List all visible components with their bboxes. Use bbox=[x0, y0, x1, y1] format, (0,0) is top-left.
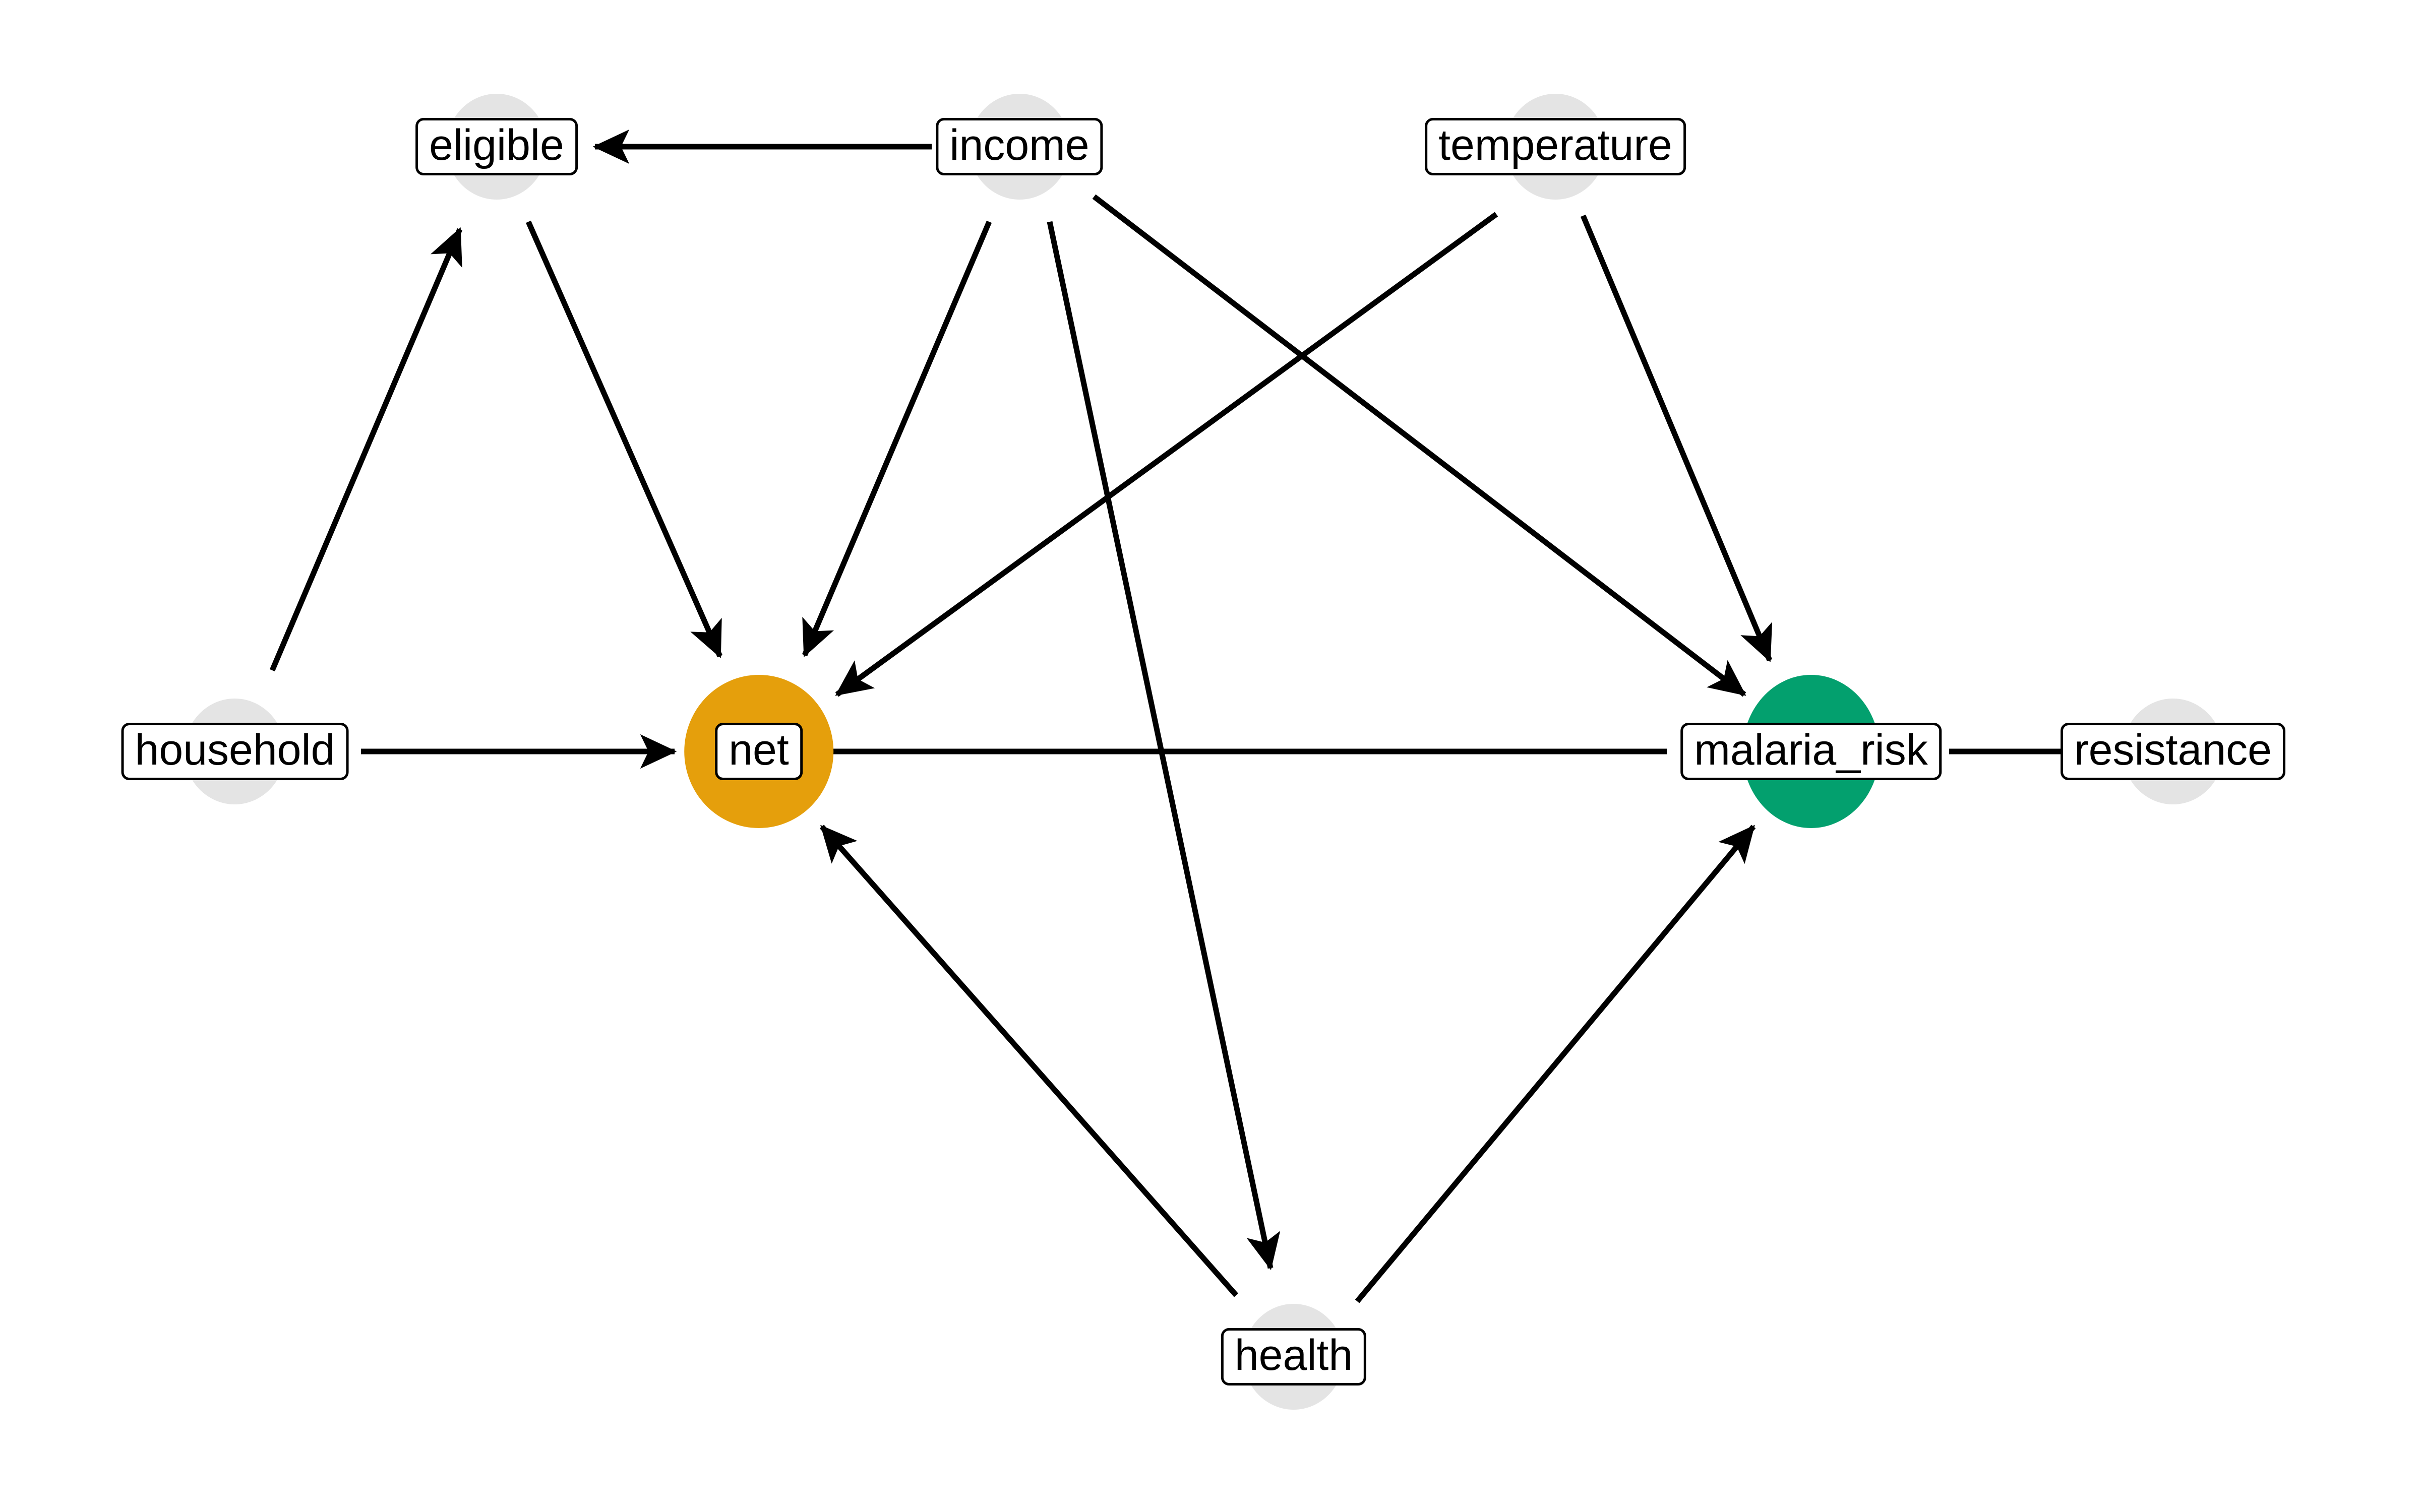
node-resistance[interactable]: resistance bbox=[2061, 699, 2285, 804]
node-label-malaria_risk: malaria_risk bbox=[1680, 723, 1942, 780]
node-label-household: household bbox=[121, 723, 349, 780]
node-health[interactable]: health bbox=[1221, 1304, 1367, 1410]
node-label-eligible: eligible bbox=[415, 118, 578, 175]
node-net[interactable]: net bbox=[684, 675, 833, 828]
node-eligible[interactable]: eligible bbox=[415, 94, 578, 200]
edge-income-to-health bbox=[1047, 221, 1281, 1271]
edge-health-to-net bbox=[819, 825, 1239, 1297]
node-label-income: income bbox=[936, 118, 1103, 175]
edge-income-to-net bbox=[802, 220, 992, 658]
edge-income-to-malaria_risk bbox=[1092, 194, 1746, 697]
node-malaria_risk[interactable]: malaria_risk bbox=[1680, 675, 1942, 828]
node-income[interactable]: income bbox=[936, 94, 1103, 200]
node-label-net: net bbox=[715, 723, 803, 780]
edge-health-to-malaria_risk bbox=[1355, 825, 1756, 1303]
node-label-resistance: resistance bbox=[2061, 723, 2285, 780]
node-household[interactable]: household bbox=[121, 699, 349, 804]
edge-group bbox=[269, 129, 2098, 1303]
edge-temperature-to-malaria_risk bbox=[1580, 214, 1773, 663]
node-temperature[interactable]: temperature bbox=[1425, 94, 1686, 200]
edge-eligible-to-net bbox=[525, 220, 723, 659]
node-label-health: health bbox=[1221, 1328, 1367, 1385]
edge-temperature-to-net bbox=[835, 212, 1498, 697]
edge-household-to-eligible bbox=[269, 227, 463, 672]
node-label-temperature: temperature bbox=[1425, 118, 1686, 175]
